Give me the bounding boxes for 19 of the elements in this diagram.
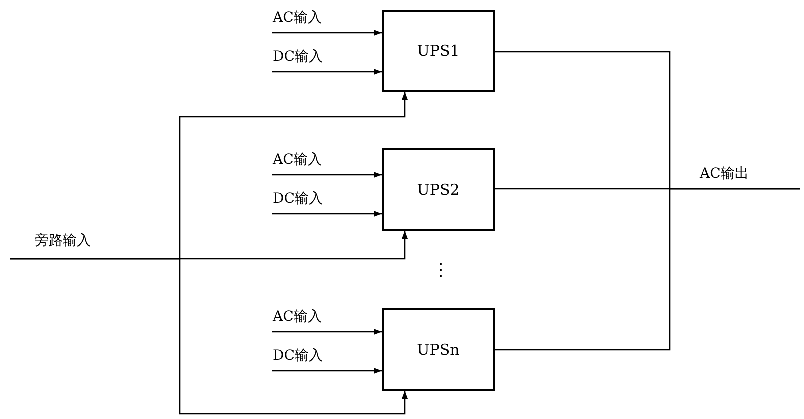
edge-label: DC输入 xyxy=(273,49,323,65)
arrow xyxy=(272,211,382,217)
ups-box: UPS2 xyxy=(382,148,495,231)
arrow xyxy=(10,258,408,415)
arrow xyxy=(272,368,382,374)
connector-line xyxy=(495,188,800,351)
edge-label: 旁路输入 xyxy=(35,233,91,249)
arrow xyxy=(272,329,382,335)
ups-box: UPSn xyxy=(382,308,495,391)
edge-label: AC输入 xyxy=(273,152,322,168)
edge-label: DC输入 xyxy=(273,191,323,207)
arrow xyxy=(272,172,382,178)
edge-label: AC输出 xyxy=(700,166,749,182)
edge-label: AC输入 xyxy=(273,10,322,26)
arrow xyxy=(272,30,382,36)
arrow xyxy=(272,69,382,75)
edge-label: AC输入 xyxy=(273,309,322,325)
ups-box: UPS1 xyxy=(382,10,495,92)
edge-label: DC输入 xyxy=(273,348,323,364)
